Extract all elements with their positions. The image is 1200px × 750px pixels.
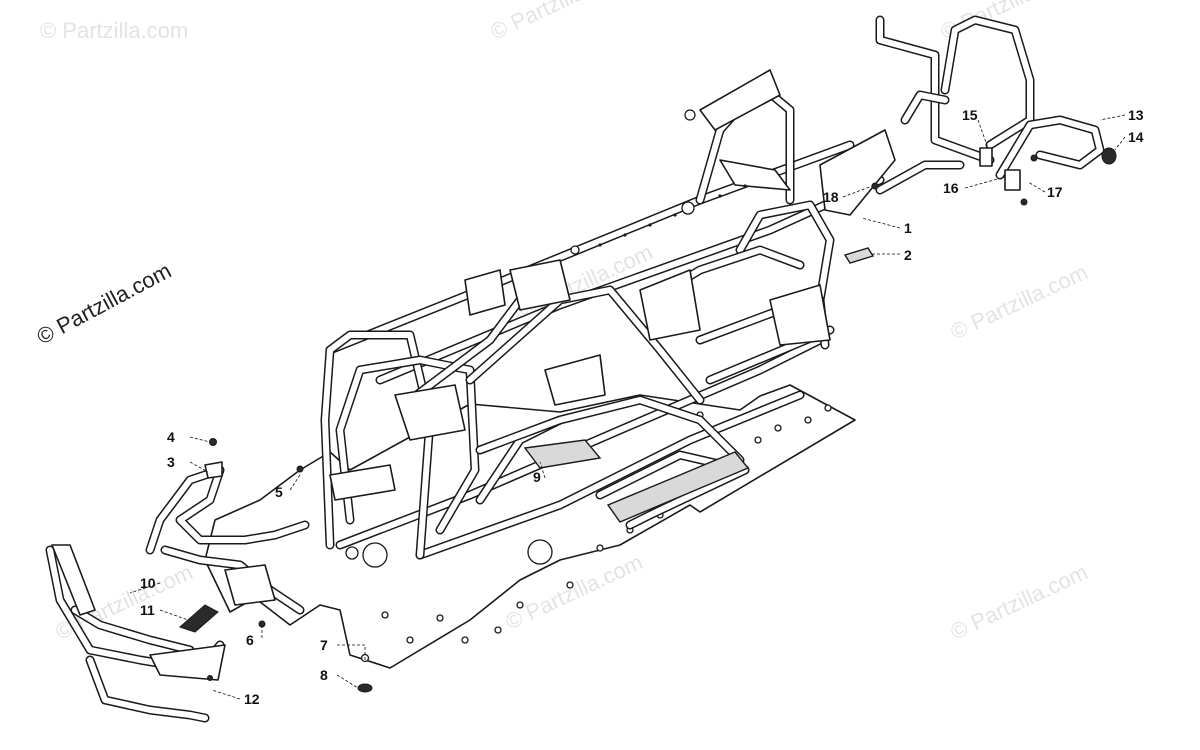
front-bracket-plate — [179, 604, 219, 633]
front-bumper — [45, 544, 226, 723]
watermark: © Partzilla.com — [947, 559, 1092, 644]
callout-5: 5 — [275, 484, 283, 500]
watermark: © Partzilla.com — [947, 259, 1092, 344]
watermark-main: © Partzilla.com — [33, 258, 176, 350]
front-bumper-brace — [145, 461, 310, 615]
floor-pad — [523, 439, 750, 523]
main-frame — [320, 69, 896, 568]
callout-3: 3 — [167, 454, 175, 470]
watermark: © Partzilla.com — [40, 18, 188, 43]
callout-17: 17 — [1047, 184, 1063, 200]
callout-16: 16 — [943, 180, 959, 196]
callout-2: 2 — [904, 247, 912, 263]
callout-12: 12 — [244, 691, 260, 707]
watermark: © Partzilla.com — [937, 0, 1082, 45]
callout-labels: 1 2 3 4 5 6 7 8 9 10 11 12 13 14 15 16 1… — [140, 107, 1144, 707]
decal — [843, 247, 875, 264]
hitch-bar — [995, 115, 1105, 180]
callout-8: 8 — [320, 667, 328, 683]
callout-6: 6 — [246, 632, 254, 648]
callout-7: 7 — [320, 637, 328, 653]
callout-11: 11 — [140, 602, 155, 618]
callout-15: 15 — [962, 107, 978, 123]
callout-4: 4 — [167, 429, 175, 445]
watermark: © Partzilla.com — [487, 0, 632, 45]
callout-14: 14 — [1128, 129, 1144, 145]
callout-18: 18 — [823, 189, 839, 205]
callout-1: 1 — [904, 220, 912, 236]
leader-lines — [129, 114, 1126, 700]
callout-13: 13 — [1128, 107, 1144, 123]
hitch-cap — [1101, 147, 1117, 165]
rear-bumper — [875, 15, 1035, 195]
callout-10: 10 — [140, 575, 156, 591]
callout-9: 9 — [533, 469, 541, 485]
